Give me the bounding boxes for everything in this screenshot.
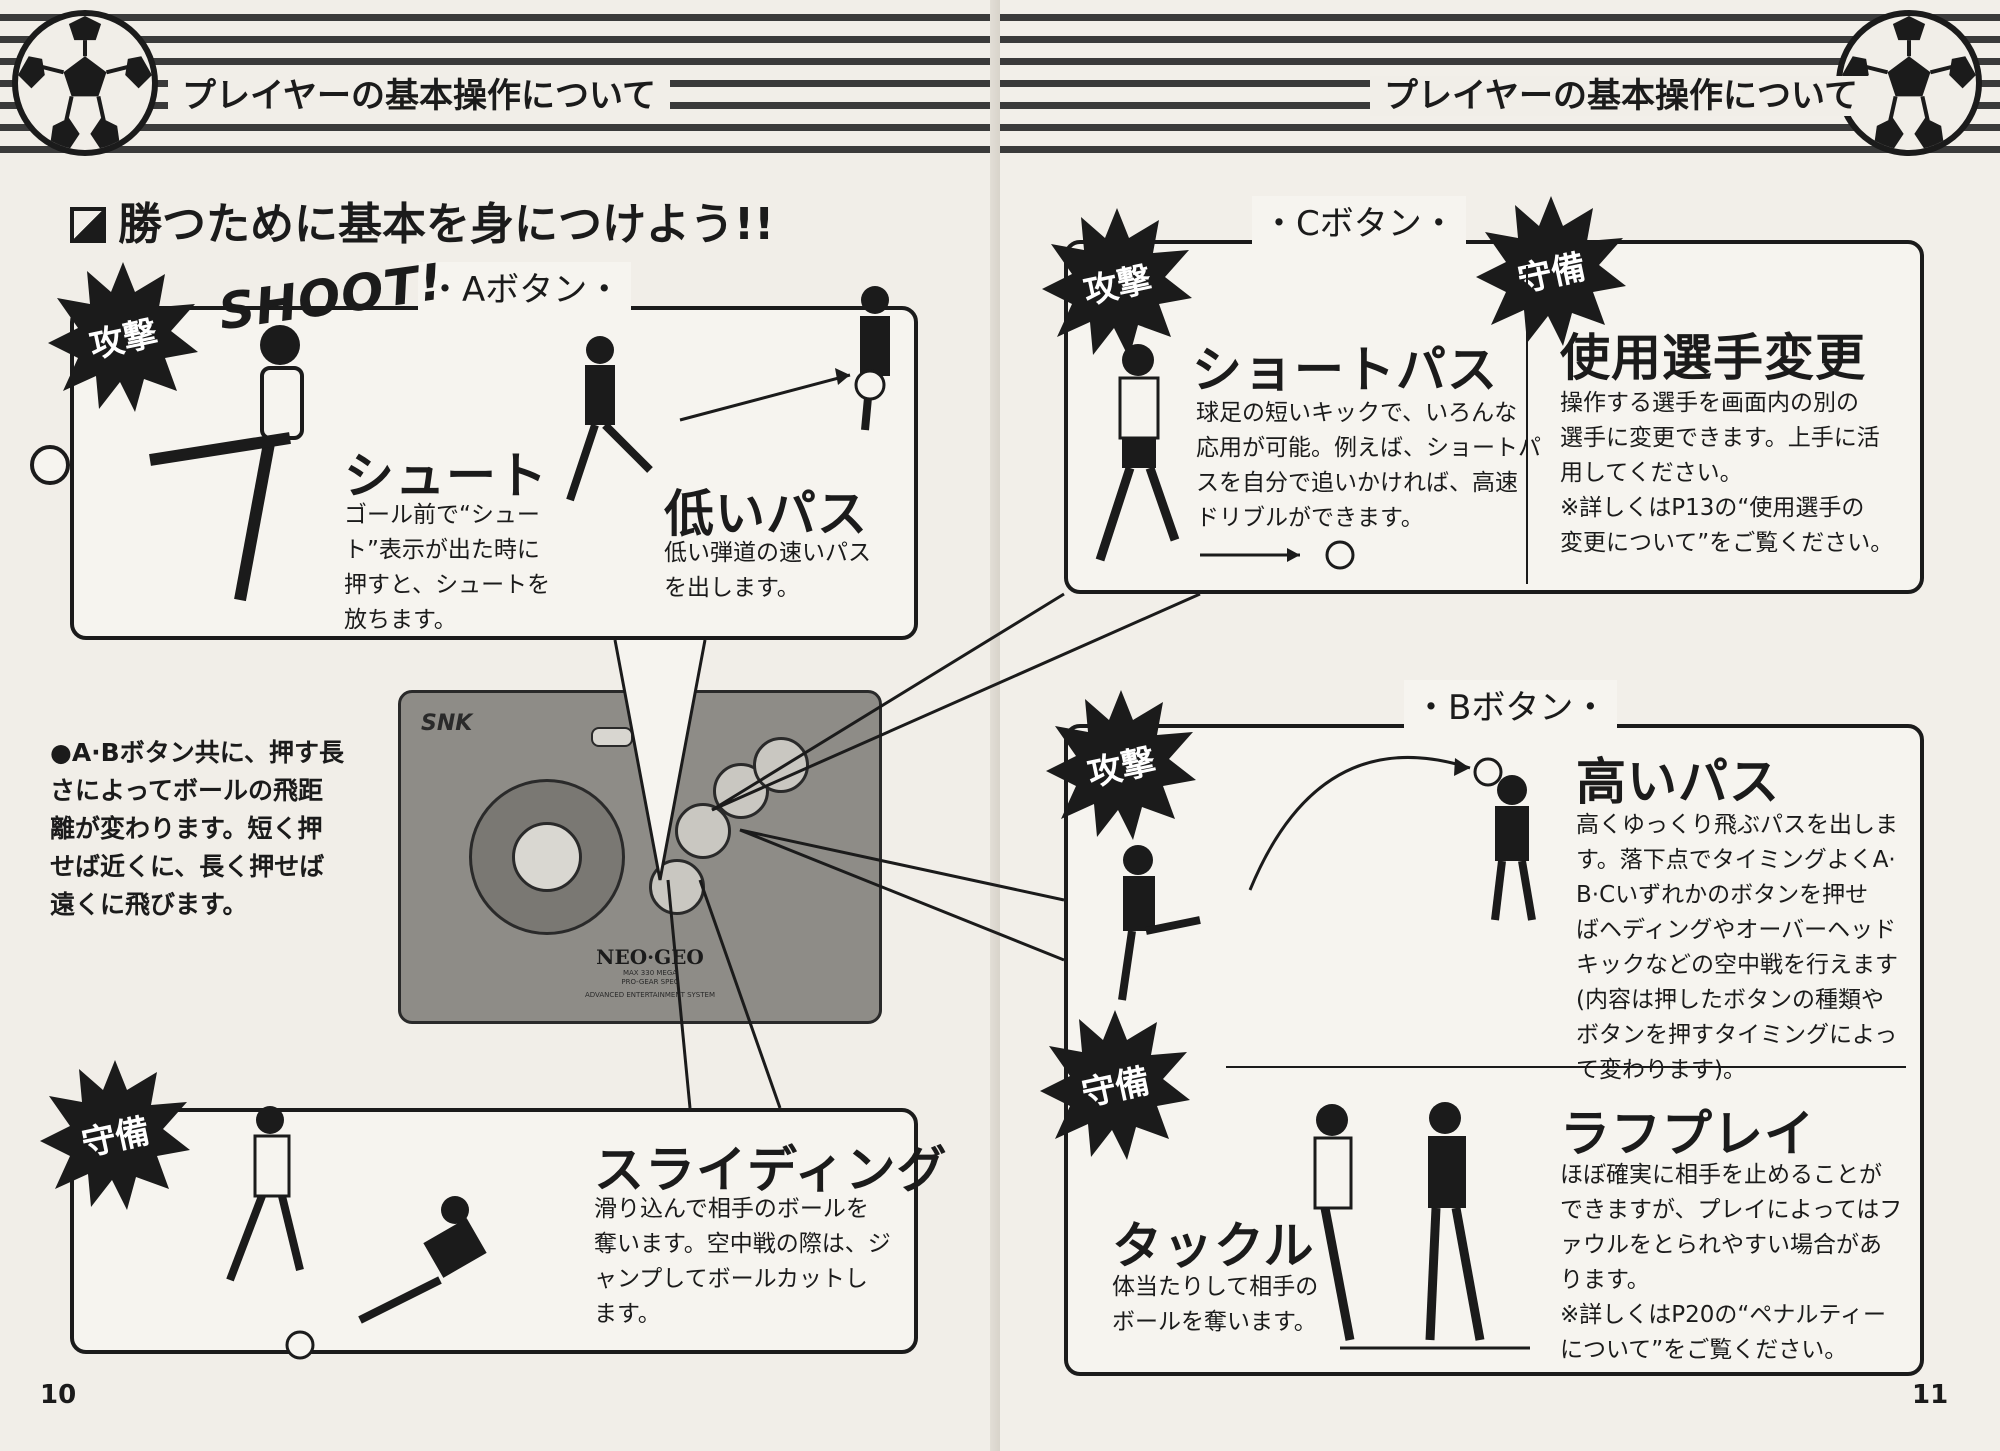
snk-logo: SNK: [421, 711, 473, 736]
soccer-ball-icon: [12, 10, 158, 156]
attack-badge-c: 攻撃: [1042, 208, 1192, 358]
short-pass-desc: 球足の短いキックで、いろんな 応用が可能。例えば、ショートパ スを自分で追いかけ…: [1196, 400, 1541, 531]
sliding-term: スライディング: [594, 1141, 948, 1199]
panel-b-divider: [1226, 1066, 1906, 1068]
left-page: プレイヤーの基本操作について 勝つために基本を身につけよう!! ・Aボタン・ 攻…: [0, 10, 1000, 1410]
attack-badge: 攻撃: [48, 262, 198, 412]
high-pass-desc: 高くゆっくり飛ぶパスを出しま す。落下点でタイミングよくA· B·Cいずれかのボ…: [1576, 812, 1898, 1083]
section-heading: 勝つために基本を身につけよう!!: [70, 188, 774, 252]
neogeo-logo: NEO·GEO: [596, 945, 704, 969]
header-title-left: プレイヤーの基本操作について: [168, 76, 670, 116]
tackle-desc: 体当たりして相手の ボールを奪います。: [1112, 1274, 1319, 1335]
joystick-knob[interactable]: [512, 822, 582, 892]
sliding-desc: 滑り込んで相手のボールを 奪います。空中戦の際は、ジ ャンプしてボールカットし …: [594, 1196, 891, 1327]
rough-play-term: ラフプレイ: [1560, 1105, 1815, 1163]
ab-button-note: ●A·Bボタン共に、押す長 さによってボールの飛距 離が変わります。短く押 せば…: [50, 738, 344, 919]
a-button-panel: [70, 306, 918, 640]
d-button[interactable]: [753, 737, 809, 793]
player-change-desc: 操作する選手を画面内の別の 選手に変更できます。上手に活 用してください。 ※詳…: [1560, 390, 1894, 556]
sliding-panel: [70, 1108, 918, 1354]
shoot-desc: ゴール前で“シュー ト”表示が出た時に 押すと、シュートを 放ちます。: [344, 502, 551, 633]
start-button[interactable]: [641, 727, 683, 747]
panel-c-divider: [1526, 266, 1528, 584]
b-button-panel: [1064, 724, 1924, 1376]
player-change-term: 使用選手変更: [1560, 329, 1866, 387]
low-pass-term: 低いパス: [664, 485, 868, 543]
rough-play-desc: ほぼ確実に相手を止めることが できますが、プレイによってはフ ァウルをとられやす…: [1560, 1162, 1903, 1363]
c-button-label: ・Cボタン・: [1252, 196, 1466, 245]
neogeo-caption: ADVANCED ENTERTAINMENT SYSTEM: [585, 991, 715, 999]
right-page: プレイヤーの基本操作について ・Cボタン・ 攻撃 守備 ショートパス 球足の短い…: [1000, 0, 2000, 1451]
b-button-label: ・Bボタン・: [1404, 680, 1618, 729]
joystick-base: [469, 779, 625, 935]
tackle-term: タックル: [1112, 1217, 1315, 1275]
high-pass-term: 高いパス: [1576, 753, 1780, 811]
select-button[interactable]: [591, 727, 633, 747]
a-button-label: ・Aボタン・: [418, 262, 632, 311]
a-button[interactable]: [649, 859, 705, 915]
attack-badge-b: 攻撃: [1046, 690, 1196, 840]
heading-square-icon: [70, 207, 106, 243]
low-pass-desc: 低い弾道の速いパス を出します。: [664, 540, 871, 601]
defense-badge-b: 守備: [1040, 1010, 1190, 1160]
neogeo-controller: SNK NEO·GEO MAX 330 MEGA PRO-GEAR SPEC A…: [398, 690, 882, 1024]
page-number-left: 10: [40, 1380, 77, 1410]
short-pass-term: ショートパス: [1192, 341, 1498, 399]
soccer-ball-icon: [1836, 10, 1982, 156]
header-title-right: プレイヤーの基本操作について: [1370, 76, 1872, 116]
shoot-term: シュート: [344, 447, 548, 505]
defense-badge: 守備: [40, 1060, 190, 1210]
page-number-right: 11: [1912, 1380, 1949, 1410]
neogeo-logo-sub: MAX 330 MEGA PRO-GEAR SPEC: [621, 969, 679, 986]
defense-badge-c: 守備: [1476, 196, 1626, 346]
